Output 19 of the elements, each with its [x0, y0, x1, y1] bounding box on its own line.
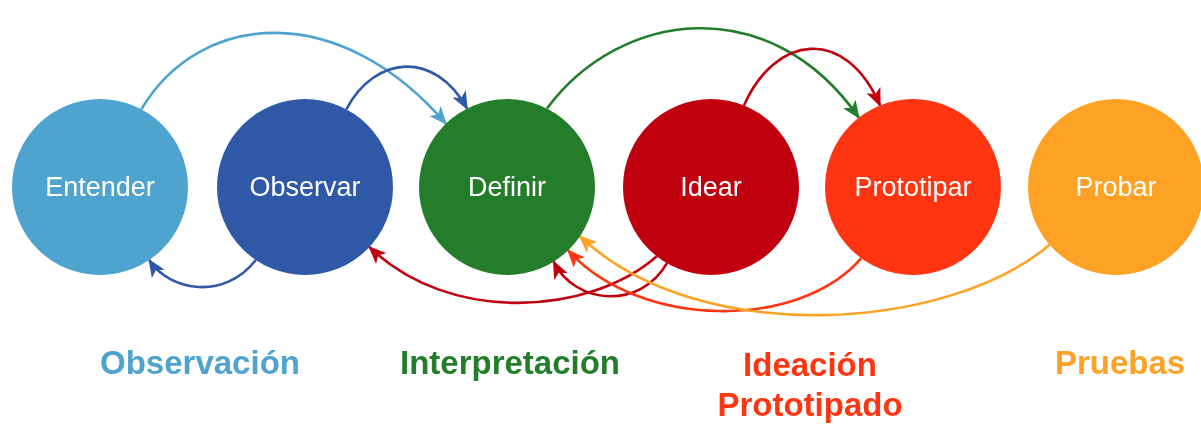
arrow: [545, 27, 860, 119]
arrow: [567, 249, 863, 313]
arrow: [148, 258, 257, 289]
stage-label: Idear: [680, 171, 742, 203]
arrow: [140, 31, 447, 125]
phase-label: Pruebas: [1054, 344, 1186, 381]
stage-label: Prototipar: [854, 171, 972, 203]
phase-label: Observación: [100, 344, 300, 381]
stage-label: Observar: [249, 171, 361, 203]
phase-label: Ideación Prototipado: [717, 346, 903, 423]
arrow: [578, 235, 1051, 317]
stage-label: Definir: [468, 171, 546, 203]
stage-label: Probar: [1075, 171, 1157, 203]
arrow: [742, 47, 882, 107]
arrow: [552, 260, 669, 298]
arrow: [368, 246, 658, 305]
arrow: [345, 65, 469, 110]
phase-label: Interpretación: [399, 344, 620, 381]
stage-label: Entender: [45, 171, 155, 203]
